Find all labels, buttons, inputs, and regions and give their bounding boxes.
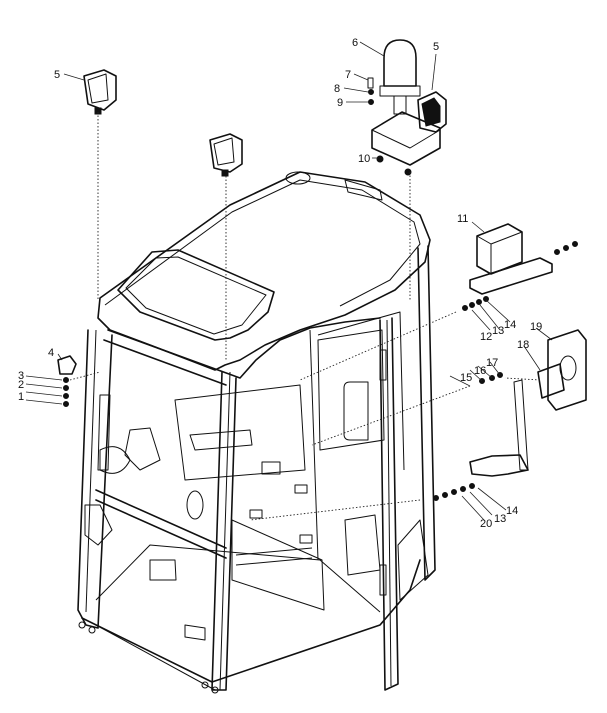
- callout-14-lower: 14: [506, 505, 518, 517]
- callout-15: 15: [460, 372, 472, 384]
- callout-1: 1: [18, 391, 24, 403]
- callout-7: 7: [345, 69, 351, 81]
- callout-17: 17: [486, 357, 498, 369]
- callout-12: 12: [480, 331, 492, 343]
- work-light-right: [417, 91, 447, 133]
- callout-5-left: 5: [54, 69, 60, 81]
- callout-numbers: 6 5 5 7 8 9 10 11 12 13 14 19 18 17 16 1…: [18, 37, 542, 530]
- work-light-left: [83, 69, 117, 115]
- bolt-stacks: [57, 296, 503, 501]
- leader-lines: [25, 41, 553, 521]
- callout-18: 18: [517, 339, 529, 351]
- callout-11: 11: [457, 213, 468, 225]
- mirror-bracket: [469, 329, 587, 477]
- callout-13-upper: 13: [492, 325, 504, 337]
- battery-box: [469, 223, 578, 295]
- callout-3: 3: [18, 370, 24, 382]
- callout-16: 16: [474, 365, 486, 377]
- cab-frame: [77, 171, 436, 694]
- callout-19: 19: [530, 321, 542, 333]
- callout-8: 8: [334, 83, 340, 95]
- callout-5-right: 5: [433, 41, 439, 53]
- callout-20: 20: [480, 518, 492, 530]
- callout-13-lower: 13: [494, 513, 506, 525]
- callout-6: 6: [352, 37, 358, 49]
- callout-14-upper: 14: [504, 319, 516, 331]
- callout-2: 2: [18, 379, 24, 391]
- work-light-front: [209, 133, 243, 177]
- callout-10: 10: [358, 153, 370, 165]
- assembly-lines: [69, 112, 541, 521]
- callout-9: 9: [337, 97, 343, 109]
- callout-4: 4: [48, 347, 54, 359]
- beacon-lamp: [367, 39, 441, 176]
